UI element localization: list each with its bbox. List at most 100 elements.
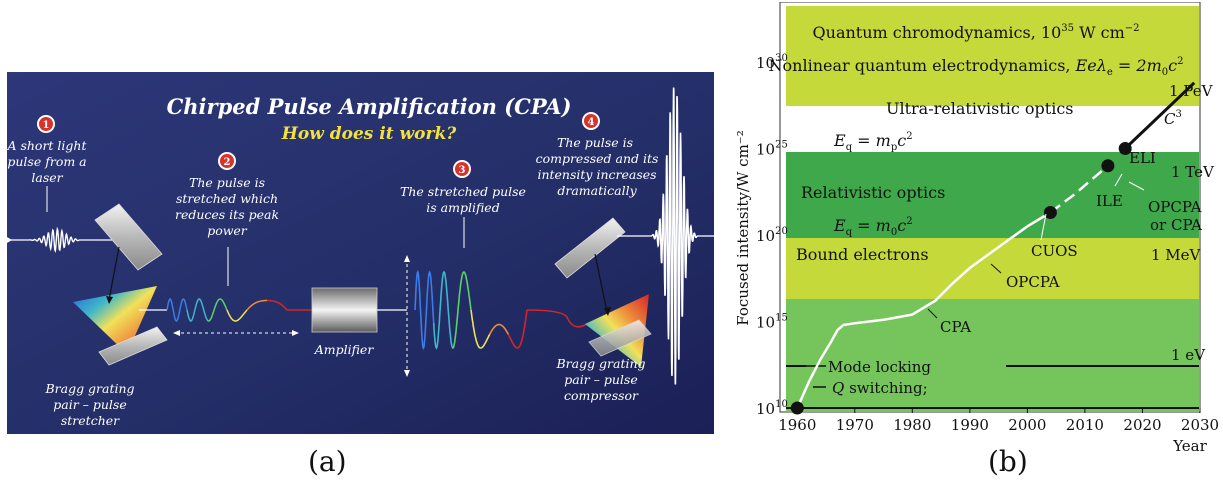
y-tick-label: 1030 <box>756 53 788 72</box>
amplifier: Amplifier <box>311 287 378 357</box>
amplified-pulse-segment <box>507 309 528 349</box>
opcpa-cpa-label-2: or CPA <box>1150 216 1202 234</box>
step-3: 3 The stretched pulse is amplified <box>400 160 526 248</box>
x-tick-label: 1980 <box>893 416 931 434</box>
stretcher-gratings <box>73 203 168 366</box>
step-4-text-line4: dramatically <box>557 183 637 198</box>
opcpa-label: OPCPA <box>1006 273 1060 291</box>
cpa-label: CPA <box>940 318 971 336</box>
stretcher-label-line1: Bragg grating <box>44 381 134 396</box>
pev-label: 1 PeV <box>1169 82 1214 100</box>
x-tick-label: 2020 <box>1123 416 1161 434</box>
eli-projection-line <box>1124 81 1196 150</box>
step-4-number: 4 <box>588 117 595 128</box>
step-2-text-line4: power <box>207 223 248 238</box>
intensity-chart-svg: Quantum chromodynamics, 1035 W cm−2 Nonl… <box>716 2 1220 456</box>
stretcher-label-line3: stretcher <box>61 413 120 428</box>
amplifier-label: Amplifier <box>314 342 375 357</box>
y-tick-label: 1015 <box>756 313 788 332</box>
relativistic-label: Relativistic optics <box>801 183 945 202</box>
ev-label: 1 eV <box>1171 346 1206 364</box>
cpa-subtitle: How does it work? <box>281 124 457 144</box>
stretched-pulse-segment <box>226 309 248 322</box>
y-tick-label: 1020 <box>756 226 788 245</box>
intensity-curve-projection <box>1049 164 1109 214</box>
step-1-number: 1 <box>43 120 50 131</box>
nqed-label: Nonlinear quantum electrodynamics, Eeλe … <box>769 56 1184 78</box>
step-1: 1 A short light pulse from a laser <box>7 115 87 212</box>
amplified-pulse-segment <box>451 271 472 350</box>
y-axis-label: Focused intensity/W cm⁻² <box>734 130 752 325</box>
step-4-text-line1: The pulse is <box>557 135 633 150</box>
stretched-pulse-segment <box>186 298 208 322</box>
mev-label: 1 MeV <box>1151 246 1202 264</box>
step-1-text-line1: A short light <box>7 138 87 153</box>
milestone-point <box>1118 142 1132 155</box>
intensity-curve <box>796 211 1052 409</box>
milestone-point <box>790 401 804 415</box>
band-bound-electrons <box>786 238 1199 299</box>
step-3-text-line2: is amplified <box>426 200 499 215</box>
opcpa-cpa-label-1: OPCPA <box>1148 198 1202 216</box>
stretched-pulse-segment <box>246 299 267 311</box>
step-4-text-line3: intensity increases <box>537 167 656 182</box>
stretched-pulse-segment <box>267 299 288 311</box>
cpa-illustration: Chirped Pulse Amplification (CPA) How do… <box>7 72 714 434</box>
amplified-pulse-segment <box>414 269 435 350</box>
amplified-pulse-segment <box>470 309 491 349</box>
step-3-text-line1: The stretched pulse <box>400 184 526 199</box>
compressor-gratings <box>554 217 652 367</box>
stretch-duration-arrow <box>173 330 299 336</box>
amplified-pulse-segment <box>488 323 510 335</box>
stretched-pulse-waveform <box>139 298 312 322</box>
q-switching-label: Q switching; <box>832 379 928 397</box>
band-relativistic <box>786 152 1199 238</box>
step-2: 2 The pulse is stretched which reduces i… <box>175 152 279 286</box>
x-tick-label: 1960 <box>778 416 816 434</box>
step-3-number: 3 <box>459 165 466 176</box>
x-tick-label: 1990 <box>951 416 989 434</box>
x-tick-label: 2010 <box>1066 416 1104 434</box>
stretched-pulse-segment <box>166 298 188 322</box>
eli-label: ELI <box>1129 149 1156 167</box>
c3-label: C3 <box>1164 109 1182 128</box>
milestone-point <box>1043 206 1057 219</box>
x-tick-label: 1970 <box>836 416 874 434</box>
y-tick-label: 1025 <box>756 140 788 159</box>
step-2-text-line1: The pulse is <box>189 175 265 190</box>
stretcher-bottom-mirror <box>98 326 168 366</box>
amplitude-arrow <box>404 255 410 377</box>
amplifier-crystal <box>311 287 378 333</box>
compressor-label-line2: pair – pulse <box>564 372 638 387</box>
cpa-title: Chirped Pulse Amplification (CPA) <box>167 94 572 119</box>
bound-electrons-label: Bound electrons <box>796 245 929 264</box>
amplified-pulse-segment <box>432 270 454 350</box>
step-4-text-line2: compressed and its <box>536 151 659 166</box>
step-4: 4 The pulse is compressed and its intens… <box>536 112 659 198</box>
step-2-text-line3: reduces its peak <box>175 207 279 222</box>
compressor-bottom-mirror <box>588 319 652 357</box>
stretcher-top-mirror <box>94 203 163 271</box>
caption-a: (a) <box>308 445 347 478</box>
step-2-number: 2 <box>224 157 231 168</box>
compressor-label-line3: compressor <box>564 388 639 403</box>
compressed-pulse-waveform <box>651 87 714 385</box>
relativistic-formula: Eq = m0c2 <box>833 216 913 238</box>
stretcher-prism <box>73 286 157 354</box>
mode-locking-label: Mode locking <box>828 358 931 376</box>
milestone-points <box>790 142 1132 415</box>
ile-label: ILE <box>1096 192 1123 210</box>
x-tick-label: 2030 <box>1181 416 1219 434</box>
qcd-label: Quantum chromodynamics, 1035 W cm−2 <box>813 23 1140 42</box>
amplified-pulse-waveform <box>414 269 588 350</box>
step-2-text-line2: stretched which <box>176 191 278 206</box>
band-qcd <box>786 6 1199 106</box>
compressor-label-line1: Bragg grating <box>555 356 645 371</box>
band-lower <box>786 299 1199 412</box>
caption-b: (b) <box>988 445 1028 478</box>
cpa-illustration-panel: Chirped Pulse Amplification (CPA) How do… <box>7 72 714 434</box>
ultra-relativistic-label: Ultra-relativistic optics <box>886 99 1074 118</box>
ultra-relativistic-formula: Eq = mpc2 <box>833 131 913 153</box>
